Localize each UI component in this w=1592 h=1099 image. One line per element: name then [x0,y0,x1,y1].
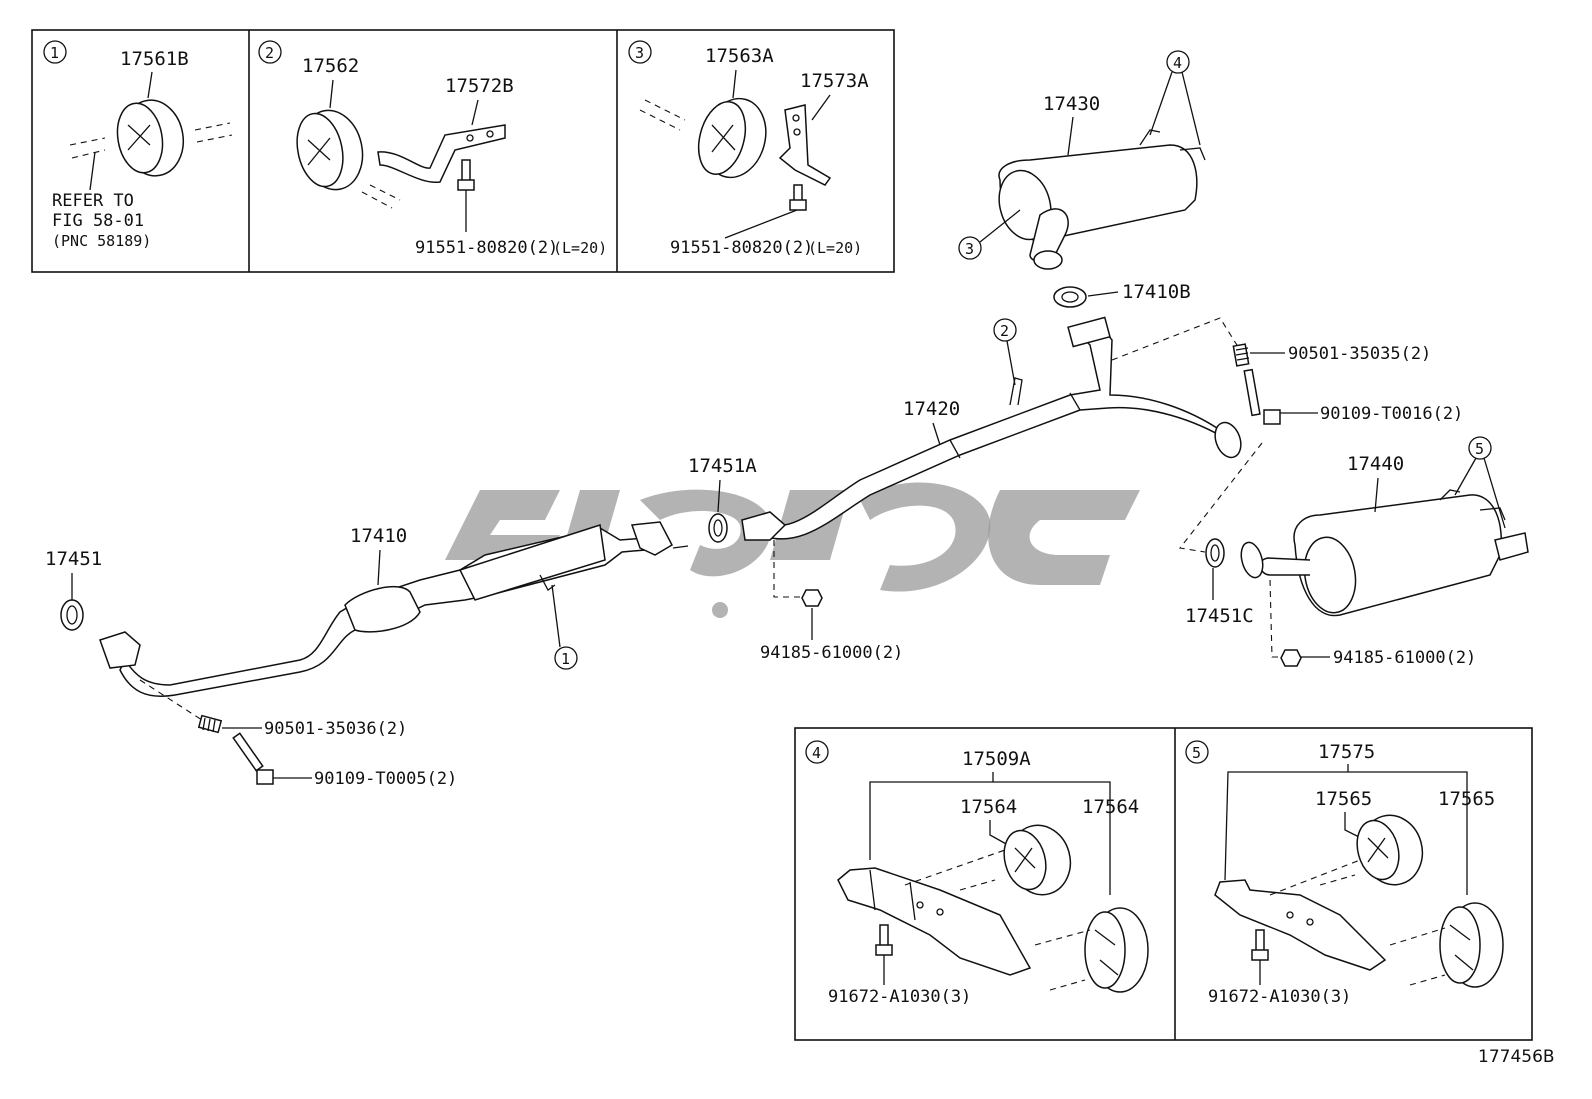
rubber-hanger-icon [116,99,185,177]
callout-4-circle [1166,50,1190,74]
part-label: 17572B [445,75,514,97]
front-pipe-17410 [99,521,689,697]
center-pipe-17420 [741,316,1242,541]
bolt-icon [457,159,475,191]
bolt-label: 91672-A1030(3) [828,987,971,1007]
part-label: 17410B [1122,281,1191,303]
bolt-icon [875,924,893,956]
callout-5-circle [1468,436,1492,460]
part-label: 17420 [903,398,960,420]
rubber-hanger-icon [296,109,364,191]
bolt-note: (L=20) [808,239,862,257]
inset-number: 2 [265,44,274,62]
inset-box-2: 2 17562 17572B 91551-80820(2) (L=20) [258,40,607,258]
muffler-17440 [1240,489,1529,617]
rubber-hanger-icon [1003,824,1072,896]
callout-number: 1 [561,650,570,668]
part-label: 17410 [350,525,407,547]
part-label: 17451C [1185,605,1254,627]
nut-icon [1280,649,1302,667]
bolt-icon [1251,929,1269,961]
hanger-label: 17565 [1315,788,1372,810]
nut-icon [801,589,823,607]
bolt-icon [232,732,274,785]
inset-frame [31,29,895,273]
bolt-icon [789,184,807,211]
bolt-label: 94185-61000(2) [1333,648,1476,668]
figure-id: 177456B [1478,1047,1555,1067]
bracket-icon [1214,879,1387,971]
bolt-label: 90109-T0016(2) [1320,404,1463,424]
part-label: 17563A [705,45,774,67]
refer-note-line2: FIG 58-01 [52,211,144,231]
detail-number: 4 [812,744,821,762]
gasket-17410B [1053,286,1087,308]
callout-number: 4 [1173,54,1182,72]
rubber-hanger-icon [697,97,767,179]
bolt-label: 91672-A1030(3) [1208,987,1351,1007]
gasket-17451A [708,513,728,543]
bolt-label: 90109-T0005(2) [314,769,457,789]
inset-box-1: 1 17561B REFER TO FIG 58-01 (PNC 58189) [43,40,233,250]
gasket-17451 [60,599,84,631]
hanger-detail-frame [794,727,1533,1041]
part-label: 17440 [1347,453,1404,475]
group-label: 17509A [962,748,1031,770]
gasket-17451C [1205,538,1225,568]
hanger-label: 17564 [960,796,1017,818]
muffler-17430 [998,129,1206,270]
hanger-label: 17565 [1438,788,1495,810]
inset-number: 3 [635,44,644,62]
inset-number: 1 [50,44,59,62]
part-label: 17451 [45,548,102,570]
part-label: 17561B [120,48,189,70]
detail-box-5: 5 17575 17565 17565 91672-A1030(3) [1185,740,1504,1007]
part-label: 17573A [800,70,869,92]
detail-box-4: 4 17509A 17564 17564 91672- [805,740,1149,1007]
callout-number: 5 [1475,440,1484,458]
hanger-label: 17564 [1082,796,1139,818]
bolt-label: 91551-80820(2) [415,238,558,258]
callout-2-circle [993,318,1017,342]
watermark-logo [445,482,1140,618]
part-label: 17451A [688,455,757,477]
rubber-hanger-icon [1356,814,1424,886]
spring-icon [197,714,223,734]
bolt-label: 90501-35035(2) [1288,344,1431,364]
spring-icon [1232,343,1250,367]
callout-number: 2 [1000,322,1009,340]
group-label: 17575 [1318,741,1375,763]
bolt-label: 94185-61000(2) [760,643,903,663]
refer-note-line3: (PNC 58189) [52,232,151,250]
bolt-icon [1243,368,1281,425]
bracket-icon [377,124,506,183]
rubber-hanger-icon [1439,902,1504,988]
bolt-note: (L=20) [553,239,607,257]
bolt-label: 90501-35036(2) [264,719,407,739]
part-label: 17562 [302,55,359,77]
rubber-hanger-icon [1084,907,1149,993]
callout-3-circle [958,236,982,260]
bolt-label: 91551-80820(2) [670,238,813,258]
detail-number: 5 [1192,744,1201,762]
bracket-icon [837,867,1032,976]
bracket-icon [778,104,832,186]
refer-note-line1: REFER TO [52,191,134,211]
callout-1-circle [554,646,578,670]
inset-box-3: 3 17563A 17573A 91551-80820(2) (L=20) [628,40,869,258]
callout-number: 3 [965,240,974,258]
part-label: 17430 [1043,93,1100,115]
